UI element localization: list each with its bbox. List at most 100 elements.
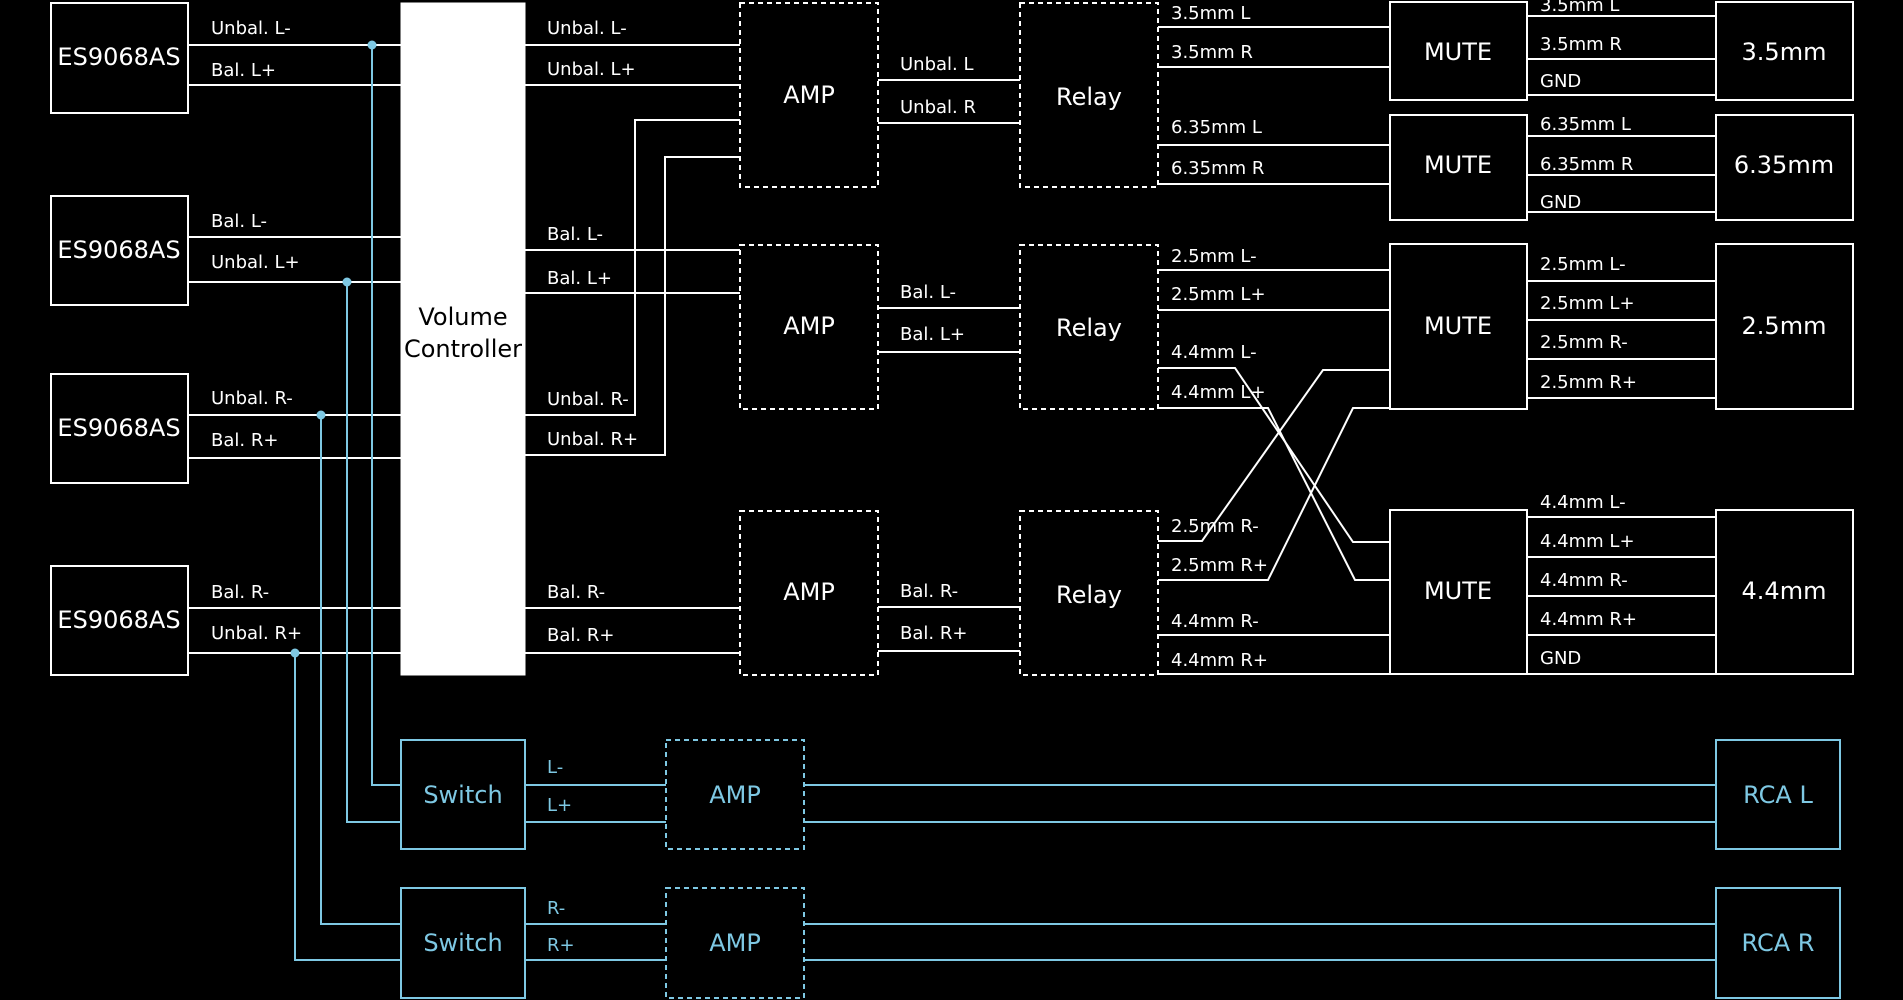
signal-label: Bal. L+: [547, 268, 612, 289]
amp-label: AMP: [709, 781, 761, 809]
signal-label: 2.5mm R+: [1171, 555, 1268, 576]
relay-signal-labels: 3.5mm L 3.5mm R 6.35mm L 6.35mm R 2.5mm …: [1171, 3, 1268, 671]
amp-block: AMP: [739, 244, 879, 410]
relay-label: Relay: [1056, 581, 1122, 609]
signal-label: Bal. L+: [900, 324, 965, 345]
dac-block: ES9068AS: [50, 2, 189, 114]
output-jack-label: 3.5mm: [1742, 38, 1827, 66]
amp-label: AMP: [783, 578, 835, 606]
signal-label: 2.5mm R-: [1171, 516, 1259, 537]
dac-label: ES9068AS: [57, 606, 180, 634]
relay-block: Relay: [1019, 244, 1159, 410]
dac-label: ES9068AS: [57, 43, 180, 71]
amp-block: AMP: [739, 2, 879, 188]
mute-block: MUTE: [1389, 114, 1528, 221]
output-rca-r: RCA R: [1715, 887, 1841, 999]
signal-label: R+: [547, 935, 575, 956]
signal-label: Bal. R-: [211, 582, 269, 603]
signal-label: Bal. R-: [900, 581, 958, 602]
signal-label: 2.5mm L+: [1171, 284, 1266, 305]
signal-label: Bal. L-: [211, 211, 267, 232]
relay-block: Relay: [1019, 510, 1159, 676]
mute-block: MUTE: [1389, 243, 1528, 410]
signal-label: 3.5mm L: [1540, 0, 1619, 16]
signal-label: Unbal. R: [900, 97, 976, 118]
switch-block: Switch: [400, 887, 526, 999]
signal-label: 4.4mm R-: [1171, 611, 1259, 632]
mute-block: MUTE: [1389, 509, 1528, 675]
output-jack-4-4mm: 4.4mm: [1715, 509, 1854, 675]
amp-label: AMP: [783, 312, 835, 340]
signal-label: 4.4mm L-: [1171, 342, 1257, 363]
signal-label: Unbal. L+: [211, 252, 300, 273]
output-jack-label: 2.5mm: [1742, 312, 1827, 340]
signal-label: L+: [547, 795, 572, 816]
amp-label: AMP: [709, 929, 761, 957]
dac-block: ES9068AS: [50, 195, 189, 306]
signal-label: Unbal. L+: [547, 59, 636, 80]
relay-label: Relay: [1056, 314, 1122, 342]
signal-label: Bal. L-: [547, 224, 603, 245]
signal-label: 4.4mm L+: [1171, 382, 1266, 403]
signal-label: 4.4mm R+: [1171, 650, 1268, 671]
mute-block: MUTE: [1389, 1, 1528, 101]
vc-signal-labels: Unbal. L- Unbal. L+ Bal. L- Bal. L+ Unba…: [547, 18, 638, 646]
signal-label: 2.5mm L-: [1171, 246, 1257, 267]
signal-label: Unbal. R-: [547, 389, 629, 410]
junction-dot: [367, 40, 377, 50]
signal-label: Unbal. R+: [211, 623, 302, 644]
signal-label: GND: [1540, 71, 1581, 92]
output-jack-3-5mm: 3.5mm: [1715, 1, 1854, 101]
output-jack-label: RCA R: [1742, 929, 1815, 957]
volume-controller-label-line1: Volume: [418, 303, 507, 331]
dac-block: ES9068AS: [50, 565, 189, 676]
output-jack-2-5mm: 2.5mm: [1715, 243, 1854, 410]
rca-amp-block: AMP: [665, 739, 805, 850]
mute-label: MUTE: [1424, 312, 1492, 340]
signal-label: Bal. R-: [547, 582, 605, 603]
signal-label: 2.5mm R-: [1540, 332, 1628, 353]
junction-dot: [342, 277, 352, 287]
signal-label: Unbal. R+: [547, 429, 638, 450]
dac-signal-labels: Unbal. L- Bal. L+ Bal. L- Unbal. L+ Unba…: [211, 18, 302, 644]
signal-label: 6.35mm L: [1171, 117, 1262, 138]
signal-label: Unbal. L-: [547, 18, 627, 39]
rca-amp-block: AMP: [665, 887, 805, 999]
signal-label: 6.35mm L: [1540, 114, 1631, 135]
signal-label: Unbal. L: [900, 54, 974, 75]
signal-label: 2.5mm L-: [1540, 254, 1626, 275]
mute-signal-labels: 3.5mm L 3.5mm R GND 6.35mm L 6.35mm R GN…: [1540, 0, 1637, 669]
junction-dot: [316, 410, 326, 420]
mute-label: MUTE: [1424, 151, 1492, 179]
output-jack-6-35mm: 6.35mm: [1715, 114, 1854, 221]
mute-label: MUTE: [1424, 577, 1492, 605]
signal-label: Bal. R+: [547, 625, 614, 646]
junction-dot: [290, 648, 300, 658]
signal-label: 4.4mm L-: [1540, 492, 1626, 513]
signal-label: 3.5mm R: [1171, 42, 1253, 63]
signal-label: 2.5mm L+: [1540, 293, 1635, 314]
signal-label: GND: [1540, 192, 1581, 213]
amp-signal-labels: Unbal. L Unbal. R Bal. L- Bal. L+ Bal. R…: [900, 54, 976, 644]
dac-label: ES9068AS: [57, 236, 180, 264]
relay-block: Relay: [1019, 2, 1159, 188]
volume-controller-label-line2: Controller: [404, 335, 522, 363]
switch-label: Switch: [423, 929, 502, 957]
mute-label: MUTE: [1424, 38, 1492, 66]
blue-wires: [290, 40, 1716, 961]
output-rca-l: RCA L: [1715, 739, 1841, 850]
signal-label: 4.4mm L+: [1540, 531, 1635, 552]
signal-label: 4.4mm R-: [1540, 570, 1628, 591]
signal-label: Bal. R+: [900, 623, 967, 644]
signal-label: L-: [547, 757, 563, 778]
signal-label: 3.5mm R: [1540, 34, 1622, 55]
signal-label: Unbal. L-: [211, 18, 291, 39]
signal-label: Bal. L-: [900, 282, 956, 303]
output-jack-label: 6.35mm: [1734, 151, 1834, 179]
switch-label: Switch: [423, 781, 502, 809]
signal-label: R-: [547, 898, 565, 919]
white-wires: [188, 15, 1716, 675]
signal-label: GND: [1540, 648, 1581, 669]
volume-controller-block: Volume Controller: [400, 2, 526, 676]
